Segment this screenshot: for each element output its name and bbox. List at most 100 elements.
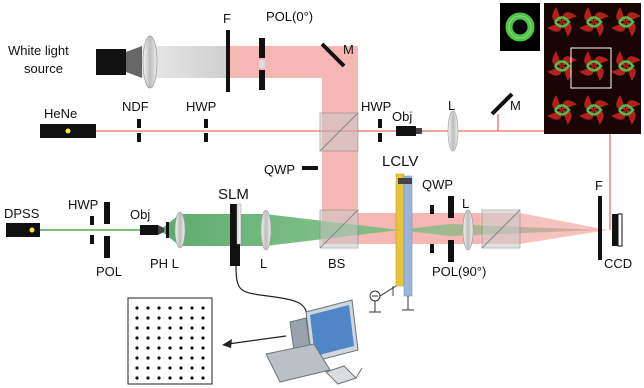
pattern-dot — [146, 306, 150, 310]
ndf-filter — [137, 119, 141, 142]
hene-laser-icon — [40, 124, 96, 138]
pattern-dot — [135, 356, 139, 360]
pattern-dot — [168, 366, 172, 370]
pinhole — [166, 222, 169, 238]
beam-splitter-right — [481, 209, 521, 249]
pattern-dot — [179, 306, 183, 310]
pattern-dot — [190, 346, 194, 350]
label-ph-l: PH L — [150, 256, 179, 271]
pattern-dot — [157, 366, 161, 370]
pattern-dot — [168, 356, 172, 360]
mirror-m-right — [490, 92, 514, 116]
label-qwp-left: QWP — [264, 162, 295, 177]
label-m-top: M — [343, 42, 354, 57]
pattern-dot — [190, 326, 194, 330]
pattern-dot — [157, 336, 161, 340]
filter-f-right — [598, 196, 602, 260]
mirror-m-top — [320, 42, 346, 68]
filter-f-top — [226, 30, 230, 92]
lens-right — [462, 209, 474, 251]
polarizer-0 — [259, 38, 265, 90]
label-f-right: F — [595, 178, 603, 193]
vortex-highlight-box — [570, 47, 612, 89]
pattern-dot — [201, 346, 205, 350]
pattern-dot — [135, 346, 139, 350]
hene-beam-line — [96, 114, 499, 132]
polarizer-90 — [448, 196, 454, 262]
dpss-laser-icon — [6, 223, 40, 237]
pattern-dot — [179, 326, 183, 330]
label-obj-low: Obj — [130, 207, 150, 222]
objective-mid — [396, 126, 422, 136]
label-pol-low: POL — [96, 264, 122, 279]
pattern-dot — [135, 376, 139, 380]
lens-ph — [174, 211, 186, 249]
label-l-right: L — [462, 196, 469, 211]
dot-array-pattern-icon — [127, 297, 213, 385]
vortex-core — [554, 60, 571, 72]
pattern-dot — [157, 306, 161, 310]
pattern-dot — [168, 336, 172, 340]
lens-low — [260, 209, 272, 251]
hwp-mid-left — [204, 119, 208, 142]
label-m-right: M — [510, 98, 521, 113]
pattern-dot — [201, 336, 205, 340]
label-bs: BS — [328, 256, 346, 271]
pattern-dot — [168, 316, 172, 320]
slm-device — [230, 203, 242, 266]
vortex-core — [554, 16, 571, 28]
label-lclv: LCLV — [382, 153, 418, 170]
qwp-right — [430, 205, 434, 253]
label-obj-mid: Obj — [392, 109, 412, 124]
pattern-dot — [146, 356, 150, 360]
pink-beam-top — [228, 46, 330, 78]
qwp-left — [302, 166, 318, 170]
vortex-inset-image — [544, 3, 641, 134]
pattern-dot — [135, 366, 139, 370]
polarizer-low — [104, 202, 110, 258]
pattern-dot — [190, 306, 194, 310]
beam-splitter-bottom — [319, 209, 359, 249]
pattern-dot — [135, 336, 139, 340]
arrow-to-pattern — [227, 335, 287, 345]
label-hwp-mid: HWP — [361, 99, 391, 114]
pattern-dot — [201, 316, 205, 320]
pattern-dot — [190, 356, 194, 360]
label-f-top: F — [223, 11, 231, 26]
label-ccd: CCD — [604, 256, 632, 271]
pattern-dot — [157, 346, 161, 350]
pattern-dot — [157, 356, 161, 360]
pattern-dot — [179, 316, 183, 320]
pattern-dot — [146, 316, 150, 320]
label-hwp-top: HWP — [186, 99, 216, 114]
hwp-mid-right — [378, 119, 382, 142]
objective-low — [140, 225, 164, 235]
pattern-dot — [179, 366, 183, 370]
pattern-dot — [135, 306, 139, 310]
lens-mid — [447, 110, 459, 152]
pattern-dot — [190, 316, 194, 320]
pattern-dot — [201, 306, 205, 310]
label-l-low: L — [260, 256, 267, 271]
beam-splitter-top — [319, 112, 359, 152]
pattern-dot — [146, 326, 150, 330]
pattern-dot — [179, 376, 183, 380]
pattern-dot — [179, 356, 183, 360]
pattern-dot — [168, 326, 172, 330]
pattern-dot — [190, 336, 194, 340]
pattern-dot — [146, 366, 150, 370]
pattern-dot — [146, 336, 150, 340]
pattern-dot — [157, 316, 161, 320]
label-hwp-low: HWP — [68, 197, 98, 212]
label-hene: HeNe — [44, 106, 77, 121]
pattern-dot — [201, 356, 205, 360]
label-dpss: DPSS — [4, 206, 40, 221]
pattern-dot — [146, 346, 150, 350]
pattern-dot — [157, 326, 161, 330]
pattern-dot — [190, 366, 194, 370]
label-pol-top: POL(0°) — [266, 9, 313, 24]
arrow-head-icon — [222, 339, 232, 348]
vortex-core — [586, 104, 603, 116]
label-white-light-line1: White light — [8, 43, 69, 58]
